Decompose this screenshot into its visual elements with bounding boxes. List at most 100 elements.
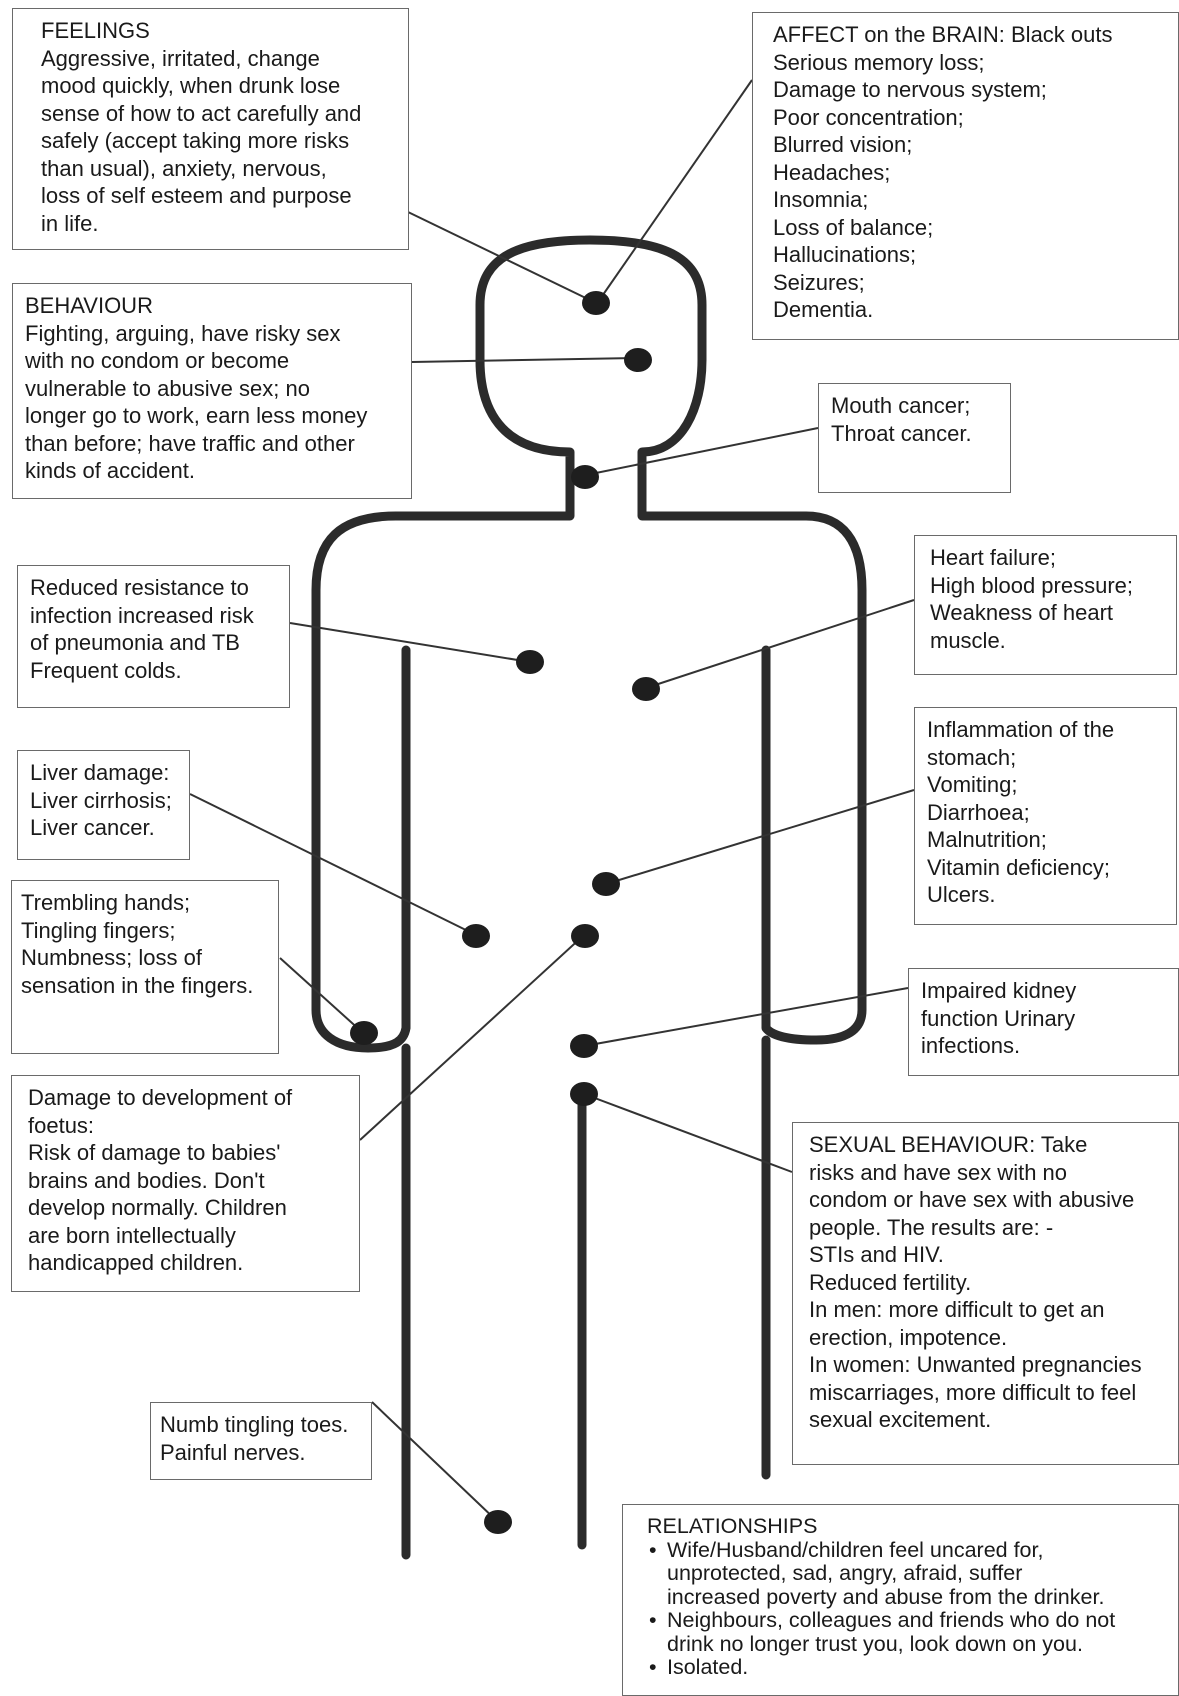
foetus-line: are born intellectually — [28, 1222, 236, 1248]
hands-line: Trembling hands; — [21, 890, 191, 915]
connector-foetus — [359, 934, 585, 1141]
feelings-line: loss of self esteem and purpose — [41, 183, 352, 208]
kidney-line: infections. — [921, 1033, 1021, 1058]
brain-line: Dementia. — [773, 297, 874, 322]
mouth-line: Throat cancer. — [831, 420, 972, 446]
relationships-bullet: Neighbours, colleagues and friends who d… — [647, 1608, 1166, 1656]
relationships-bullet-line: drink no longer trust you, look down on … — [667, 1631, 1083, 1656]
body-divider — [401, 1035, 771, 1560]
connector-mouth — [585, 427, 819, 476]
foetus-box: Damage to development of foetus: Risk of… — [11, 1075, 360, 1292]
brain-line: Serious memory loss; — [773, 49, 985, 75]
behaviour-line: kinds of accident. — [25, 458, 195, 483]
connector-sexual — [583, 1093, 793, 1173]
connector-heart — [645, 599, 915, 689]
brain-line: Headaches; — [773, 159, 891, 185]
dot-head-lower — [624, 348, 652, 372]
feelings-line: mood quickly, when drunk lose — [41, 73, 341, 98]
lungs-line: infection increased risk — [30, 602, 254, 628]
dot-lungs — [516, 650, 544, 674]
stomach-line: Vomiting; — [927, 772, 1018, 797]
sexual-behaviour-line: erection, impotence. — [809, 1324, 1008, 1350]
kidney-box: Impaired kidney function Urinary infecti… — [908, 968, 1179, 1076]
relationships-bullet-line: Neighbours, colleagues and friends who d… — [667, 1608, 1116, 1632]
relationships-bullet-line: Isolated. — [667, 1655, 749, 1679]
stomach-line: stomach; — [927, 744, 1017, 770]
sexual-behaviour-title: SEXUAL BEHAVIOUR: Take — [809, 1132, 1088, 1157]
behaviour-box: BEHAVIOUR Fighting, arguing, have risky … — [12, 283, 412, 499]
foetus-line: develop normally. Children — [28, 1195, 287, 1220]
feelings-title: FEELINGS — [41, 18, 150, 43]
sexual-behaviour-line: In men: more difficult to get an — [809, 1297, 1105, 1322]
feelings-box: FEELINGS Aggressive, irritated, change m… — [12, 8, 409, 250]
connector-brain — [597, 79, 753, 303]
hands-line: sensation in the fingers. — [21, 972, 254, 998]
connector-toes — [371, 1401, 499, 1523]
brain-line: Damage to nervous system; — [773, 77, 1047, 102]
lungs-line: of pneumonia and TB — [30, 630, 240, 655]
kidney-line: function Urinary — [921, 1005, 1076, 1031]
liver-line: Liver cirrhosis; — [30, 787, 172, 813]
brain-line: Poor concentration; — [773, 104, 964, 130]
feelings-line: sense of how to act carefully and — [41, 100, 362, 126]
stomach-line: Diarrhoea; — [927, 799, 1030, 825]
behaviour-title: BEHAVIOUR — [25, 293, 153, 318]
foetus-line: foetus: — [28, 1112, 95, 1138]
brain-box: AFFECT on the BRAIN: Black outs Serious … — [752, 12, 1179, 340]
lungs-line: Reduced resistance to — [30, 575, 249, 600]
dot-throat — [571, 465, 599, 489]
mouth-box: Mouth cancer; Throat cancer. — [818, 383, 1011, 493]
connector-lungs — [289, 622, 531, 663]
foetus-line: handicapped children. — [28, 1250, 244, 1275]
brain-line: Blurred vision; — [773, 132, 913, 157]
sexual-behaviour-line: In women: Unwanted pregnancies — [809, 1352, 1142, 1377]
hands-box: Trembling hands; Tingling fingers; Numbn… — [11, 880, 279, 1054]
relationships-bullet-line: unprotected, sad, angry, afraid, suffer — [667, 1561, 1023, 1585]
relationships-box: RELATIONSHIPS Wife/Husband/children feel… — [622, 1504, 1179, 1696]
foetus-line: Risk of damage to babies' — [28, 1140, 281, 1165]
foetus-line: Damage to development of — [28, 1085, 293, 1110]
liver-line: Liver damage: — [30, 760, 170, 785]
dot-kidney — [570, 1034, 598, 1058]
dot-foetus — [571, 924, 599, 948]
feelings-line: than usual), anxiety, nervous, — [41, 155, 327, 181]
brain-title: AFFECT on the BRAIN: Black outs — [773, 22, 1113, 47]
heart-line: High blood pressure; — [930, 572, 1134, 598]
sexual-behaviour-line: STIs and HIV. — [809, 1242, 944, 1267]
dot-hand — [350, 1021, 378, 1045]
dot-head-upper — [582, 291, 610, 315]
dot-stomach — [592, 872, 620, 896]
foetus-line: brains and bodies. Don't — [28, 1167, 265, 1193]
connector-behaviour — [411, 357, 639, 363]
brain-line: Hallucinations; — [773, 242, 917, 267]
connector-hands — [279, 957, 363, 1033]
stomach-line: Vitamin deficiency; — [927, 854, 1111, 880]
sexual-behaviour-line: risks and have sex with no — [809, 1159, 1068, 1185]
behaviour-line: vulnerable to abusive sex; no — [25, 375, 310, 401]
stomach-line: Ulcers. — [927, 882, 996, 907]
brain-line: Seizures; — [773, 269, 865, 295]
stomach-line: Inflammation of the — [927, 717, 1115, 742]
behaviour-line: longer go to work, earn less money — [25, 403, 368, 428]
sexual-behaviour-line: people. The results are: - — [809, 1214, 1054, 1240]
sexual-behaviour-line: Reduced fertility. — [809, 1269, 972, 1295]
dot-liver — [462, 924, 490, 948]
dot-genitals — [570, 1082, 598, 1106]
toes-line: Painful nerves. — [160, 1439, 306, 1465]
behaviour-line: with no condom or become — [25, 348, 290, 373]
feelings-line: in life. — [41, 210, 99, 236]
liver-line: Liver cancer. — [30, 815, 155, 840]
brain-line: Insomnia; — [773, 187, 869, 212]
dot-heart — [632, 677, 660, 701]
relationships-bullet-line: Wife/Husband/children feel uncared for, — [667, 1537, 1044, 1562]
feelings-line: Aggressive, irritated, change — [41, 45, 320, 71]
connector-stomach — [605, 789, 915, 885]
dot-toes — [484, 1510, 512, 1534]
stomach-line: Malnutrition; — [927, 827, 1047, 852]
mouth-line: Mouth cancer; — [831, 393, 971, 418]
stomach-box: Inflammation of the stomach; Vomiting; D… — [914, 707, 1177, 925]
heart-box: Heart failure; High blood pressure; Weak… — [914, 535, 1177, 675]
liver-box: Liver damage: Liver cirrhosis; Liver can… — [17, 750, 190, 860]
heart-line: muscle. — [930, 627, 1006, 653]
toes-line: Numb tingling toes. — [160, 1412, 349, 1437]
